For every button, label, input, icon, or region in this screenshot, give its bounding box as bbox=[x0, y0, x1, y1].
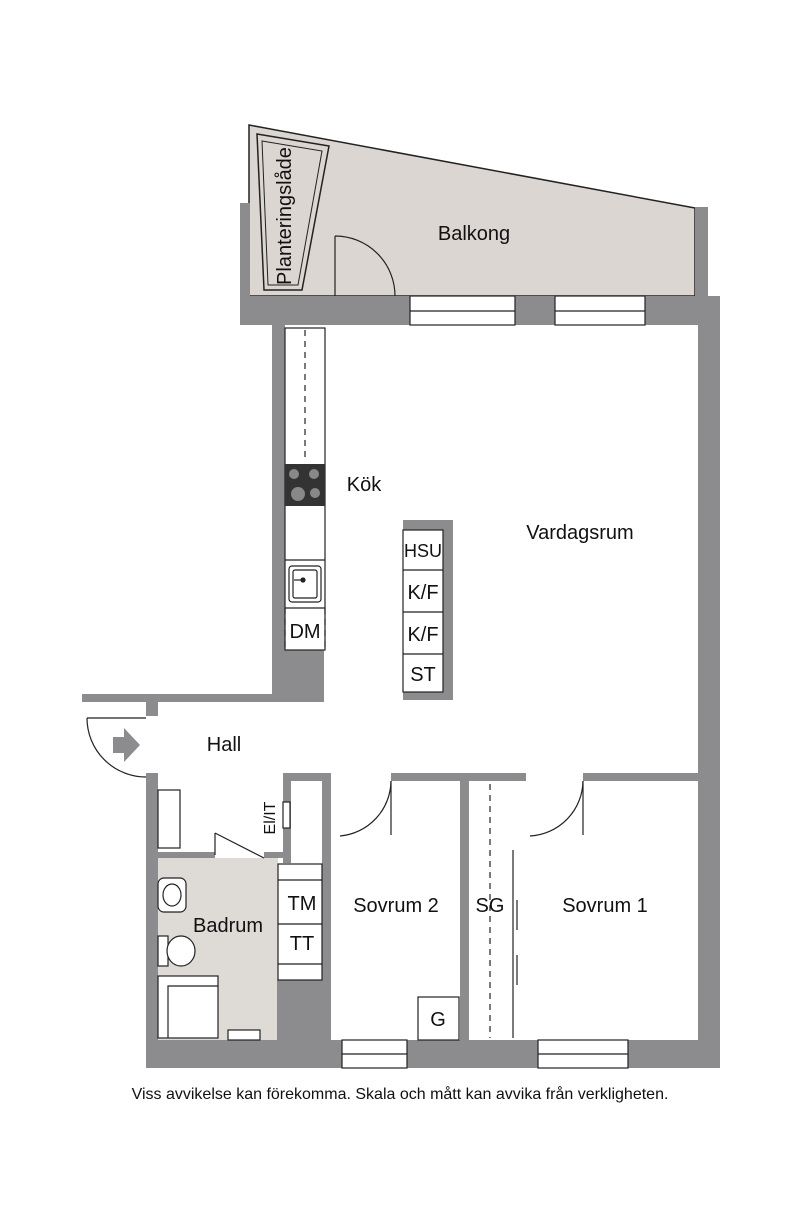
walls bbox=[82, 203, 720, 1068]
hall-closets bbox=[157, 789, 291, 849]
fridge-freezer-1-label: K/F bbox=[407, 582, 438, 604]
windows bbox=[341, 295, 646, 1069]
dishwasher-label: DM bbox=[289, 621, 320, 643]
wardrobe-box bbox=[417, 996, 460, 1041]
bathroom-label: Badrum bbox=[193, 915, 263, 937]
freezer-label: HSU bbox=[404, 541, 442, 561]
balcony-label: Balkong bbox=[438, 223, 510, 245]
planter-box bbox=[256, 133, 330, 291]
doors bbox=[86, 235, 584, 859]
fridge-freezer-2-label: K/F bbox=[407, 624, 438, 646]
planter-label: Planteringslåde bbox=[274, 147, 296, 285]
kitchen-sink-icon bbox=[288, 565, 322, 603]
living-room-label: Vardagsrum bbox=[526, 522, 633, 544]
electrical-label: El/IT bbox=[262, 801, 279, 834]
wardrobe-label: G bbox=[430, 1009, 446, 1031]
planter-box-inner bbox=[261, 140, 323, 286]
sliding-wardrobe bbox=[489, 784, 518, 1038]
storage-label: ST bbox=[410, 664, 436, 686]
kitchen-island bbox=[402, 520, 453, 700]
bedroom-1-label: Sovrum 1 bbox=[562, 895, 648, 917]
bedroom-2-label: Sovrum 2 bbox=[353, 895, 439, 917]
kitchen-label: Kök bbox=[347, 474, 382, 496]
entrance-arrow-icon bbox=[113, 728, 140, 762]
dryer-label: TM bbox=[288, 893, 317, 915]
drying-cabinet-label: TT bbox=[290, 933, 314, 955]
stove-icon bbox=[285, 464, 325, 506]
sliding-wardrobe-label: SG bbox=[476, 895, 505, 917]
disclaimer-text: Viss avvikelse kan förekomma. Skala och … bbox=[131, 1086, 669, 1103]
bath-fixtures bbox=[157, 863, 323, 1041]
hall-label: Hall bbox=[207, 734, 241, 756]
